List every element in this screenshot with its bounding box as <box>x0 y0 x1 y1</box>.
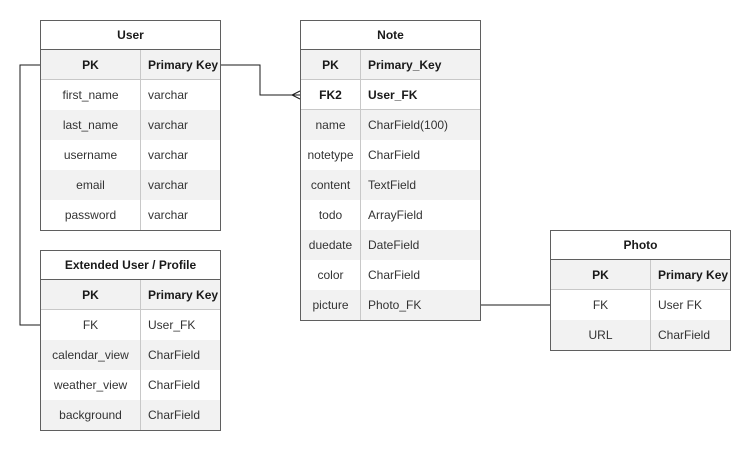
field-row[interactable]: PK Primary Key <box>41 50 220 80</box>
field-type: CharField <box>148 378 201 392</box>
field-type: CharField <box>368 148 421 162</box>
field-name: picture <box>301 290 361 320</box>
field-type: CharField <box>368 268 421 282</box>
field-row[interactable]: email varchar <box>41 170 220 200</box>
field-name: PK <box>41 50 141 79</box>
field-name: weather_view <box>41 370 141 400</box>
field-name: email <box>41 170 141 200</box>
field-type: Primary_Key <box>368 58 442 72</box>
field-type: Primary Key <box>148 58 219 72</box>
field-name: FK2 <box>301 80 361 109</box>
field-row[interactable]: notetype CharField <box>301 140 480 170</box>
field-name: PK <box>41 280 141 309</box>
field-type: Primary Key <box>658 268 729 282</box>
field-type: varchar <box>148 88 189 102</box>
field-row[interactable]: PK Primary Key <box>551 260 730 290</box>
field-type: CharField(100) <box>368 118 449 132</box>
field-type: TextField <box>368 178 417 192</box>
field-name: content <box>301 170 361 200</box>
field-row[interactable]: content TextField <box>301 170 480 200</box>
field-type: varchar <box>148 208 189 222</box>
field-type: User_FK <box>368 88 418 102</box>
field-name: PK <box>551 260 651 289</box>
field-name: duedate <box>301 230 361 260</box>
field-row[interactable]: username varchar <box>41 140 220 170</box>
field-row[interactable]: calendar_view CharField <box>41 340 220 370</box>
field-name: password <box>41 200 141 230</box>
connector-user-profile <box>19 64 40 326</box>
entity-title: Extended User / Profile <box>41 251 220 280</box>
field-row[interactable]: PK Primary Key <box>41 280 220 310</box>
connector-user-note <box>220 64 300 96</box>
field-row[interactable]: duedate DateField <box>301 230 480 260</box>
field-row[interactable]: name CharField(100) <box>301 110 480 140</box>
field-row[interactable]: todo ArrayField <box>301 200 480 230</box>
crow-foot-marker <box>290 90 301 100</box>
entity-title: User <box>41 21 220 50</box>
field-type: CharField <box>148 348 201 362</box>
field-row[interactable]: password varchar <box>41 200 220 230</box>
field-name: username <box>41 140 141 170</box>
field-name: URL <box>551 320 651 350</box>
field-row[interactable]: color CharField <box>301 260 480 290</box>
field-type: ArrayField <box>368 208 423 222</box>
field-name: name <box>301 110 361 140</box>
field-row[interactable]: FK User FK <box>551 290 730 320</box>
field-type: varchar <box>148 178 189 192</box>
field-row[interactable]: FK2 User_FK <box>301 80 480 110</box>
entity-title: Photo <box>551 231 730 260</box>
field-type: User_FK <box>148 318 196 332</box>
field-name: calendar_view <box>41 340 141 370</box>
field-type: User FK <box>658 298 703 312</box>
field-name: first_name <box>41 80 141 110</box>
field-type: CharField <box>658 328 711 342</box>
entity-title: Note <box>301 21 480 50</box>
field-row[interactable]: first_name varchar <box>41 80 220 110</box>
field-row[interactable]: background CharField <box>41 400 220 430</box>
field-name: todo <box>301 200 361 230</box>
field-row[interactable]: PK Primary_Key <box>301 50 480 80</box>
field-type: DateField <box>368 238 420 252</box>
field-name: FK <box>41 310 141 340</box>
field-name: FK <box>551 290 651 320</box>
field-name: PK <box>301 50 361 79</box>
field-type: varchar <box>148 118 189 132</box>
field-row[interactable]: last_name varchar <box>41 110 220 140</box>
field-type: Photo_FK <box>368 298 422 312</box>
field-name: last_name <box>41 110 141 140</box>
field-type: CharField <box>148 408 201 422</box>
field-row[interactable]: URL CharField <box>551 320 730 350</box>
field-row[interactable]: picture Photo_FK <box>301 290 480 320</box>
field-type: varchar <box>148 148 189 162</box>
field-name: background <box>41 400 141 430</box>
field-row[interactable]: FK User_FK <box>41 310 220 340</box>
field-name: notetype <box>301 140 361 170</box>
field-type: Primary Key <box>148 288 219 302</box>
field-name: color <box>301 260 361 290</box>
field-row[interactable]: weather_view CharField <box>41 370 220 400</box>
